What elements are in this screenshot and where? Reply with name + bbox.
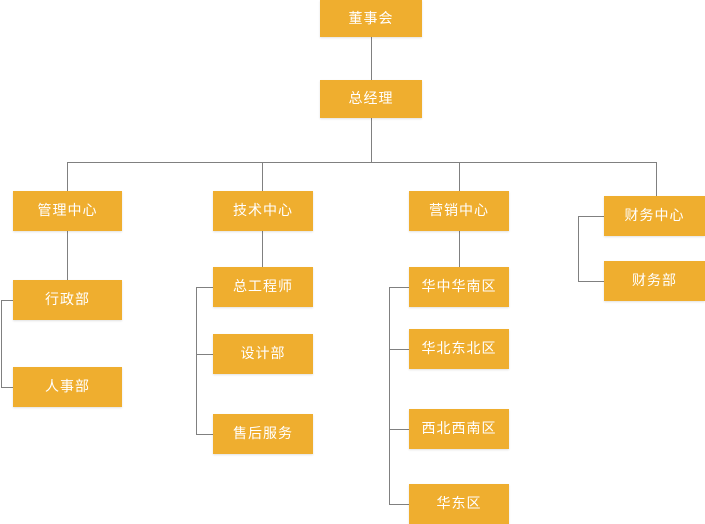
connector-bracket-to-chiefeng: [196, 287, 213, 288]
connector-board-to-gm: [371, 37, 372, 80]
node-region-northwest-southwest[interactable]: 西北西南区: [409, 409, 509, 449]
connector-bracket-to-design: [196, 354, 213, 355]
node-region-central-south[interactable]: 华中华南区: [409, 267, 509, 307]
connector-bracket-to-service: [196, 434, 213, 435]
node-design-dept[interactable]: 设计部: [213, 334, 313, 374]
node-region-north-northeast-label: 华北东北区: [421, 341, 497, 357]
node-design-dept-label: 设计部: [240, 346, 286, 362]
connector-mgmt-to-admin: [67, 231, 68, 280]
node-hr-dept[interactable]: 人事部: [13, 367, 122, 407]
node-after-sales-service[interactable]: 售后服务: [213, 414, 313, 454]
node-region-east-label: 华东区: [436, 496, 482, 512]
node-hr-dept-label: 人事部: [45, 379, 90, 395]
node-technology-center-label: 技术中心: [233, 203, 293, 219]
connector-tech-children-bracket: [196, 287, 197, 434]
node-finance-dept[interactable]: 财务部: [604, 261, 705, 301]
node-chief-engineer[interactable]: 总工程师: [213, 267, 313, 307]
connector-bus-to-mgmt: [67, 162, 68, 191]
connector-bracket-to-region2: [389, 349, 409, 350]
connector-bracket-to-admin: [1, 300, 13, 301]
node-finance-center[interactable]: 财务中心: [604, 196, 705, 236]
connector-bus-to-market: [459, 162, 460, 191]
connector-bracket-to-finance: [578, 216, 604, 217]
connector-tech-stem-down: [262, 231, 263, 267]
connector-finance-children-bracket: [578, 216, 579, 281]
node-region-central-south-label: 华中华南区: [421, 279, 497, 295]
connector-bus-to-tech: [262, 162, 263, 191]
node-general-manager[interactable]: 总经理: [320, 80, 422, 118]
node-administration-dept-label: 行政部: [45, 292, 90, 308]
node-region-north-northeast[interactable]: 华北东北区: [409, 329, 509, 369]
node-technology-center[interactable]: 技术中心: [213, 191, 313, 231]
connector-bracket-to-hr: [1, 387, 13, 388]
node-finance-center-label: 财务中心: [624, 208, 685, 224]
connector-bracket-to-region4: [389, 504, 409, 505]
node-board[interactable]: 董事会: [320, 0, 422, 37]
connector-market-stem-down: [459, 231, 460, 267]
node-region-northwest-southwest-label: 西北西南区: [421, 421, 497, 437]
node-chief-engineer-label: 总工程师: [233, 279, 293, 295]
connector-bracket-to-region3: [389, 429, 409, 430]
node-management-center[interactable]: 管理中心: [13, 191, 122, 231]
connector-bracket-to-findept: [578, 281, 604, 282]
connector-gm-stem-down: [371, 118, 372, 162]
connector-bracket-to-region1: [389, 287, 409, 288]
node-after-sales-service-label: 售后服务: [233, 426, 293, 442]
node-marketing-center-label: 营销中心: [429, 203, 489, 219]
node-board-label: 董事会: [348, 10, 394, 27]
connector-level2-bus: [67, 162, 657, 163]
connector-admin-hr-bracket: [1, 300, 2, 387]
node-region-east[interactable]: 华东区: [409, 484, 509, 524]
node-management-center-label: 管理中心: [37, 203, 98, 219]
node-general-manager-label: 总经理: [348, 91, 394, 107]
node-finance-dept-label: 财务部: [632, 273, 677, 289]
connector-market-children-bracket: [389, 287, 390, 504]
connector-bus-to-finance: [656, 162, 657, 196]
node-marketing-center[interactable]: 营销中心: [409, 191, 509, 231]
node-administration-dept[interactable]: 行政部: [13, 280, 122, 320]
